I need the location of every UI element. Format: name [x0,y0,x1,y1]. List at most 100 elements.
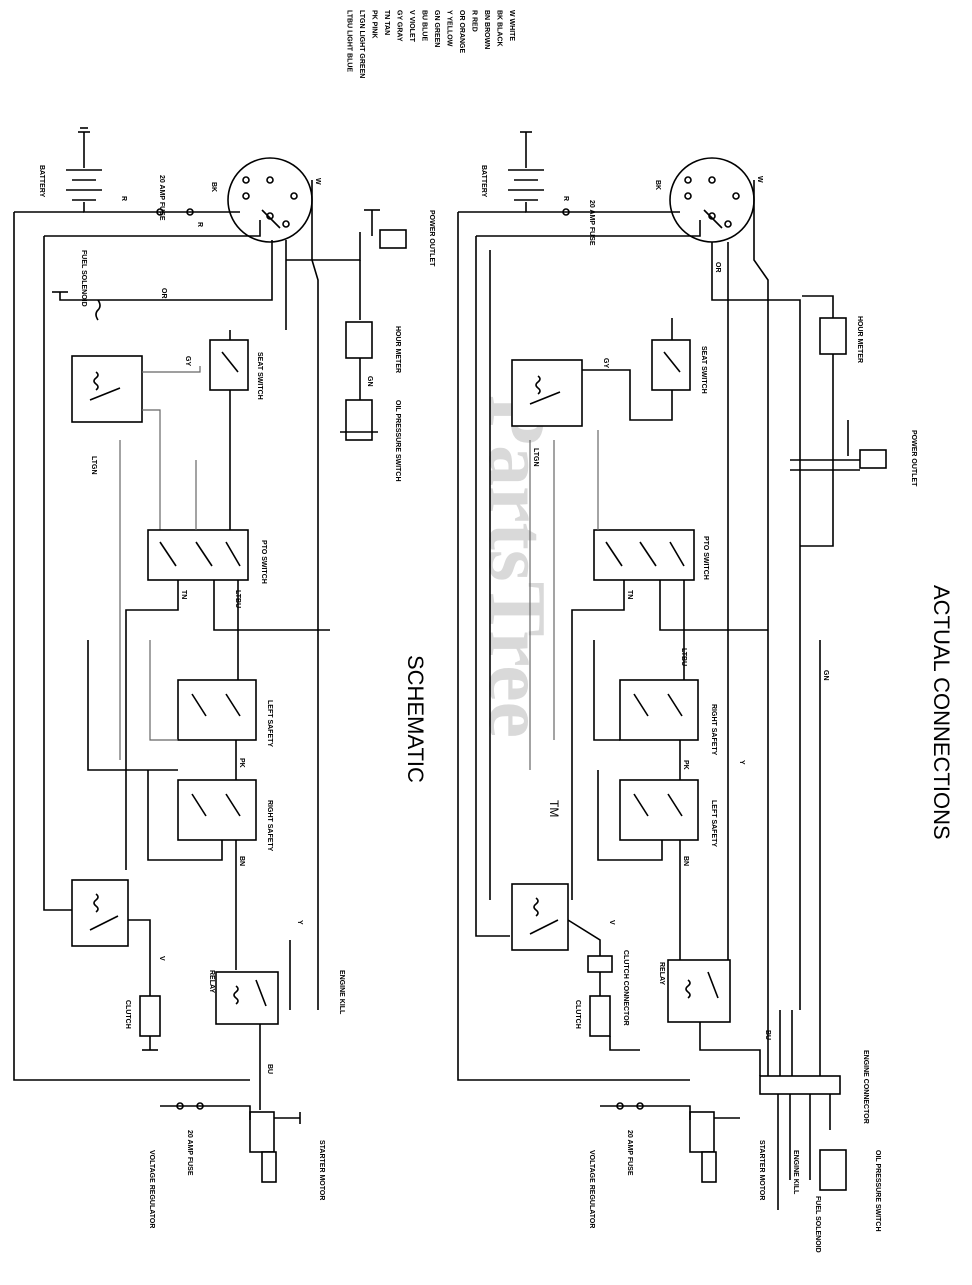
legend-entry: GY GRAY [396,10,403,42]
watermark: PartsTree TM [472,395,563,817]
legend-entry: BU BLUE [421,10,428,41]
act-fuel-solenoid-label: FUEL SOLENOID [814,1196,821,1253]
legend-entry: V VIOLET [408,10,415,43]
sch-wire-r2: R [196,222,203,227]
act-wire-or: OR [714,262,721,273]
legend-entry: GN GREEN [433,10,440,47]
sch-pto-switch-label: PTO SWITCH [260,540,267,584]
sch-oil-switch-label: OIL PRESSURE SWITCH [394,400,401,482]
sch-wire-bn: BN [238,856,245,866]
act-wire-bn: BN [682,856,689,866]
act-oil-switch-label: OIL PRESSURE SWITCH [874,1150,881,1232]
act-left-safety [619,779,699,841]
sch-wire-bk: BK [210,182,217,192]
watermark-text: PartsTree [472,395,563,738]
act-right-safety [619,679,699,741]
sch-starter-relay [215,971,279,1025]
act-wire-ltbu: LTBU [680,648,687,666]
act-wire-y: Y [738,760,745,765]
legend-entry: BN BROWN [483,10,490,49]
sch-relay-top [71,355,143,423]
act-vreg-fuse-label: 20 AMP FUSE [626,1130,633,1176]
act-engine-connector [759,1075,841,1095]
sch-wire-gn: GN [366,376,373,387]
sch-wire-v: V [158,956,165,961]
legend-entry: Y YELLOW [446,10,453,47]
sch-wire-gy: GY [184,356,191,366]
act-wire-v: V [608,920,615,925]
sch-left-safety-label: LEFT SAFETY [266,700,273,747]
sch-fuel-solenoid-coil [95,299,101,321]
act-hour-meter-label: HOUR METER [856,316,863,363]
sch-right-safety-label: RIGHT SAFETY [266,800,273,852]
sch-wire-r: R [120,196,127,201]
act-left-safety-label: LEFT SAFETY [710,800,717,847]
act-starter-motor [689,1111,715,1153]
sch-starter-motor-label: STARTER MOTOR [318,1140,325,1200]
act-wire-ltgn: LTGN [532,448,539,467]
act-pto-switch [593,529,695,581]
sch-hour-meter [345,321,373,359]
sch-seat-switch-label: SEAT SWITCH [256,352,263,400]
act-power-outlet-label: POWER OUTLET [910,430,917,487]
sch-starter-motor [249,1111,275,1153]
sch-clutch [139,995,161,1037]
act-relay-top [511,359,583,427]
legend-entry: PK PINK [371,10,378,38]
sch-clutch-label: CLUTCH [124,1000,131,1029]
sch-pto-switch [147,529,249,581]
act-hour-meter [819,317,847,355]
sch-vreg-fuse-label: 20 AMP FUSE [186,1130,193,1176]
sch-wire-tn: TN [180,590,187,599]
sch-wire-ltgn: LTGN [90,456,97,475]
act-starter-motor-label: STARTER MOTOR [758,1140,765,1200]
act-fuse-label: 20 AMP FUSE [588,200,595,246]
sch-relay-bottom [71,879,129,947]
act-wire-gn: GN [822,670,829,681]
sch-wire-bu: BU [266,1064,273,1074]
act-engine-connector-label: ENGINE CONNECTOR [862,1050,869,1124]
act-clutch-label: CLUTCH [574,1000,581,1029]
battery-label: BATTERY [38,165,45,198]
act-wire-r: R [562,196,569,201]
sch-seat-switch [209,339,249,391]
act-oil-switch [819,1149,847,1191]
act-clutch [589,995,611,1037]
act-wire-tn: TN [626,590,633,599]
act-wire-bu: BU [764,1030,771,1040]
sch-vreg-label: VOLTAGE REGULATOR [148,1150,155,1228]
sch-hour-meter-label: HOUR METER [394,326,401,373]
act-relay-bottom [511,883,569,951]
sch-fuel-solenoid-label: FUEL SOLENOID [80,250,87,307]
act-wire-pk: PK [682,760,689,770]
act-battery-label: BATTERY [480,165,487,198]
sch-power-outlet: POWER OUTLET [364,209,435,267]
act-vreg-label: VOLTAGE REGULATOR [588,1150,595,1228]
act-relay-label: RELAY [658,962,665,985]
act-right-safety-label: RIGHT SAFETY [710,704,717,756]
actual-title: ACTUAL CONNECTIONS [929,585,954,840]
legend-entry: R RED [471,10,478,32]
act-key-switch [669,157,755,243]
act-seat-switch-label: SEAT SWITCH [700,346,707,394]
sch-right-safety [177,779,257,841]
act-clutch-connector [587,955,613,973]
schematic-title: SCHEMATIC [403,655,428,783]
sch-engine-kill-label: ENGINE KILL [338,970,345,1015]
sch-oil-switch [345,399,373,441]
act-clutch-connector-label: CLUTCH CONNECTOR [622,950,629,1026]
act-power-outlet [859,449,887,469]
legend-entry: OR ORANGE [458,10,465,54]
schematic-diagram: SCHEMATIC BATTERY 20 AMP FUSE [13,127,435,1228]
legend-entry: LTBU LIGHT BLUE [346,10,353,72]
sch-wire-pk: PK [238,758,245,768]
sch-power-outlet-label: POWER OUTLET [428,210,435,267]
sch-relay-label: RELAY [208,970,215,993]
act-seat-switch [651,339,691,391]
act-battery: BATTERY [480,131,544,201]
sch-wire-or: OR [160,288,167,299]
legend-entry: BK BLACK [496,10,503,47]
